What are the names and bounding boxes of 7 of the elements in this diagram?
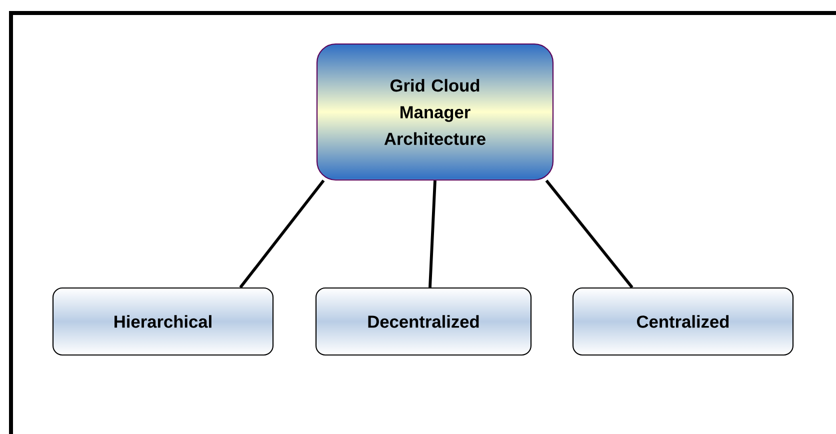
connector-line <box>239 180 325 288</box>
connector-line <box>545 180 634 288</box>
root-box: Grid Cloud Manager Architecture <box>316 43 554 181</box>
connector-line <box>428 180 436 288</box>
category-box: Decentralized <box>315 287 532 356</box>
category-box: Centralized <box>572 287 794 356</box>
category-box: Hierarchical <box>52 287 274 356</box>
